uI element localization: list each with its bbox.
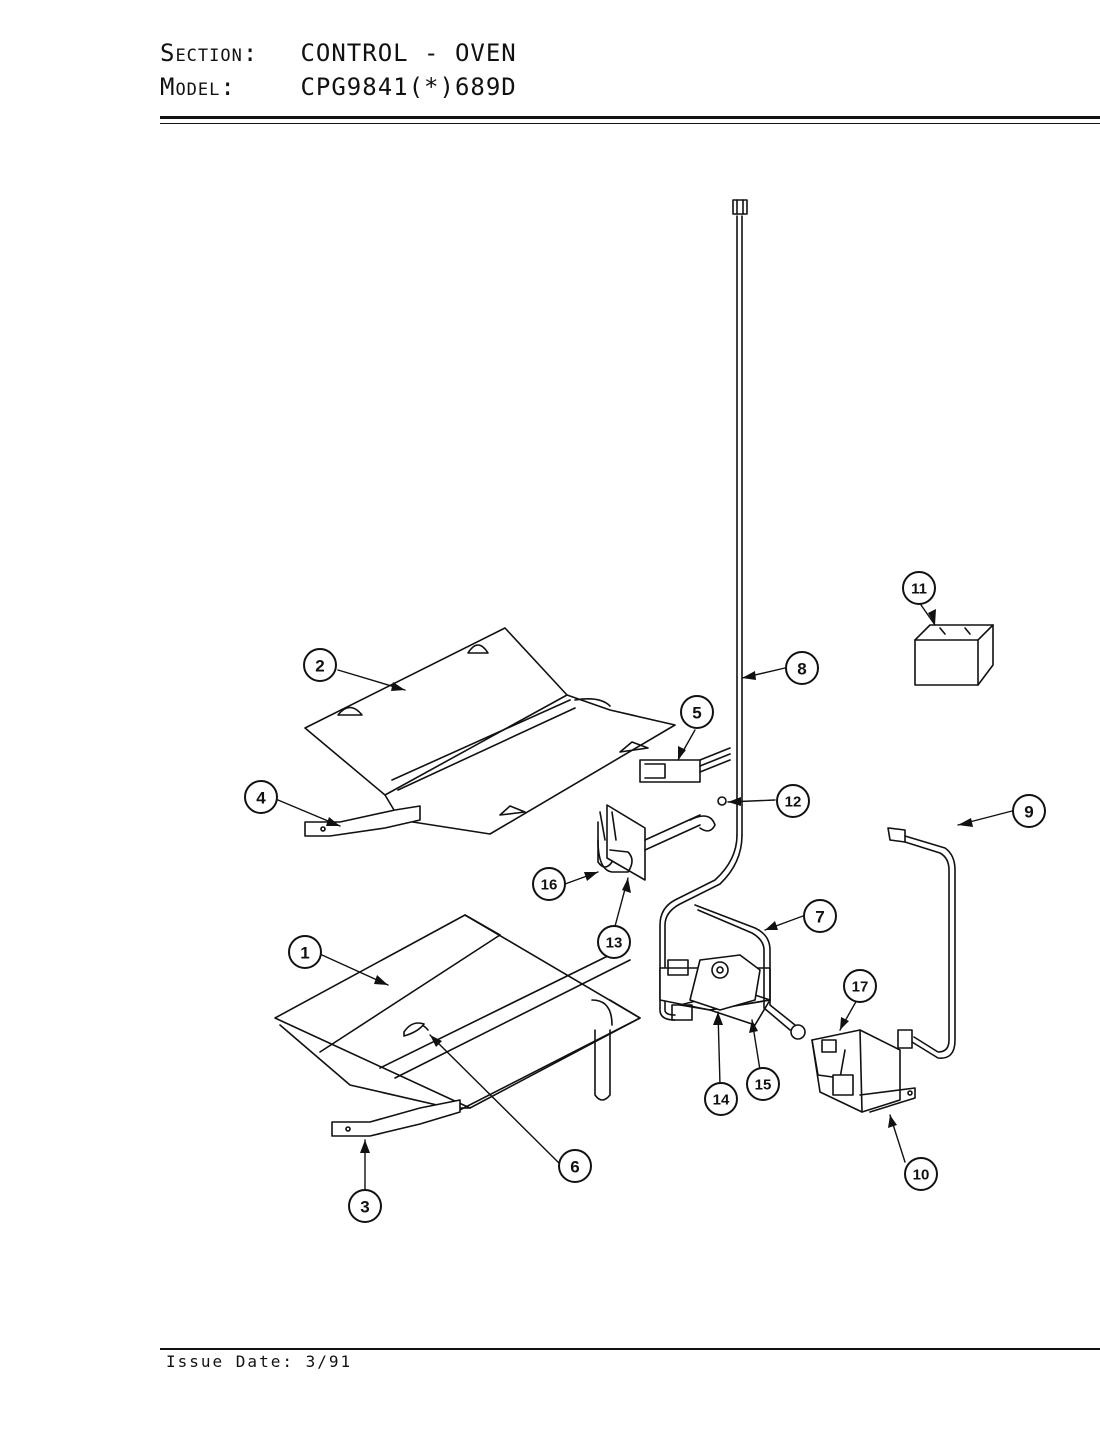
callout-2-circle: [303, 648, 337, 682]
callout-17-label: 17: [852, 979, 869, 996]
part-14-valve: [659, 954, 771, 1026]
footer-rule: [160, 1348, 1100, 1350]
callout-9-circle: [1012, 794, 1046, 828]
callout-4-circle: [244, 780, 278, 814]
part-11-block: [914, 624, 994, 686]
callout-13-circle: [597, 925, 631, 959]
callout-5-label: 5: [692, 704, 701, 723]
part-8-tube: [659, 199, 748, 1021]
callout-17-circle: [843, 969, 877, 1003]
callout-7-label: 7: [815, 908, 824, 927]
model-label: Model:: [160, 73, 236, 101]
page-header: Section: CONTROL - OVEN Model: CPG9841(*…: [160, 36, 517, 104]
part-6-clip: [403, 1022, 425, 1037]
model-value: CPG9841(*)689D: [300, 73, 517, 101]
callout-13-label: 13: [606, 935, 623, 952]
callout-15-circle: [746, 1067, 780, 1101]
callout-3-label: 3: [360, 1198, 369, 1217]
callout-12-label: 12: [785, 794, 802, 811]
callout-5-circle: [680, 695, 714, 729]
part-4-upper-bracket: [304, 805, 421, 837]
callout-14-circle: [704, 1082, 738, 1116]
callout-11-label: 11: [911, 581, 927, 598]
callout-1-circle: [288, 935, 322, 969]
callout-7-circle: [803, 899, 837, 933]
callout-10-circle: [904, 1157, 938, 1191]
part-1-lower-baffle: [274, 914, 641, 1116]
callout-circles: [244, 571, 1046, 1223]
part-12-nut: [717, 796, 727, 806]
model-row: Model: CPG9841(*)689D: [160, 70, 517, 104]
callout-3-circle: [348, 1189, 382, 1223]
callout-4-label: 4: [256, 789, 266, 808]
callout-2-label: 2: [315, 657, 324, 676]
page-footer: Issue Date: 3/91: [166, 1352, 352, 1371]
section-label: Section:: [160, 39, 259, 67]
callout-8-circle: [785, 651, 819, 685]
callout-10-label: 10: [913, 1167, 930, 1184]
part-7-tube: [694, 904, 806, 1040]
callout-11-circle: [902, 571, 936, 605]
callout-16-label: 16: [541, 877, 558, 894]
part-16-pilot-assembly: [597, 804, 716, 881]
part-5-igniter: [639, 747, 731, 783]
callout-15-label: 15: [755, 1077, 772, 1094]
callout-16-circle: [532, 867, 566, 901]
issue-date-value: 3/91: [305, 1352, 353, 1371]
callout-1-label: 1: [300, 944, 309, 963]
callout-6-label: 6: [570, 1158, 579, 1177]
callout-8-label: 8: [797, 660, 806, 679]
arrowheads: [326, 609, 973, 1153]
callout-12-circle: [776, 784, 810, 818]
part-2-upper-baffle: [304, 627, 676, 868]
header-rule-thin: [160, 123, 1100, 124]
section-value: CONTROL - OVEN: [300, 39, 517, 67]
issue-date-label: Issue Date:: [166, 1352, 294, 1371]
callout-14-label: 14: [713, 1092, 730, 1109]
section-row: Section: CONTROL - OVEN: [160, 36, 517, 70]
callout-6-circle: [558, 1149, 592, 1183]
part-10-safety-valve: [811, 1029, 916, 1113]
header-rule-thick: [160, 116, 1100, 119]
callout-9-label: 9: [1024, 803, 1033, 822]
part-3-lower-bracket: [331, 1099, 461, 1137]
part-9-tube: [887, 827, 956, 1059]
